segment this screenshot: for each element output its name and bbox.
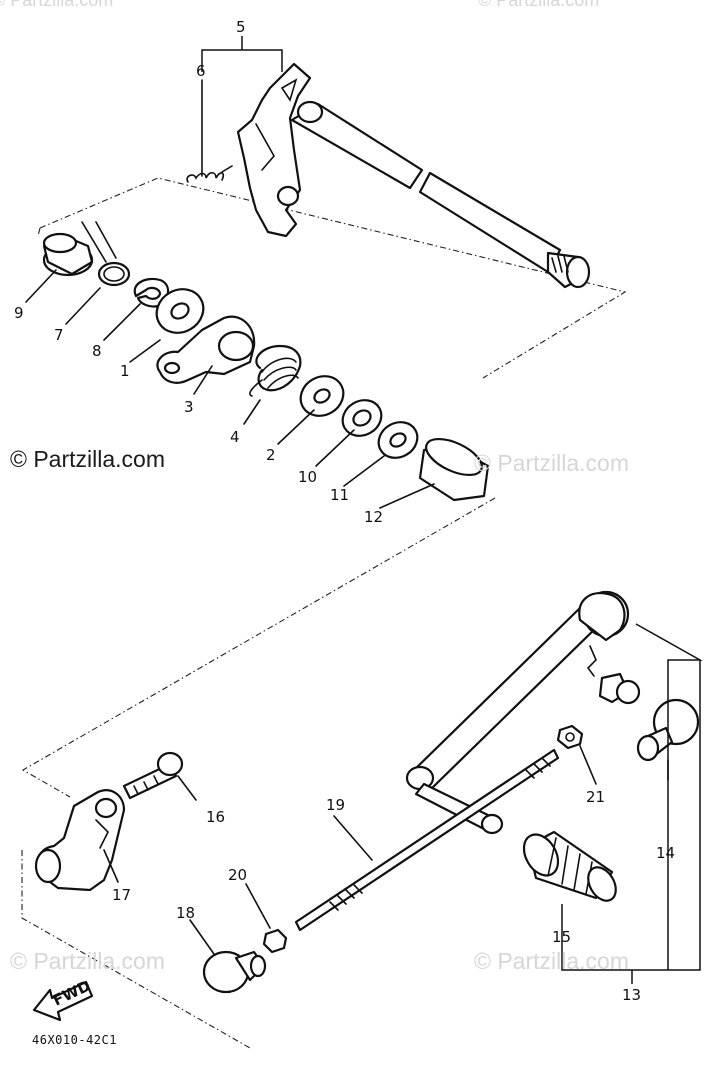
washer-2 (299, 375, 345, 417)
bolt-16 (122, 751, 184, 800)
callout-11: 11 (330, 486, 349, 504)
partzilla-watermark-faint-top-left: © Partzilla.com (0, 0, 114, 10)
shift-pedal-arm (405, 590, 641, 835)
callout-2: 2 (266, 446, 276, 464)
callout-6: 6 (196, 62, 206, 80)
callout-7: 7 (54, 326, 64, 344)
callout-12: 12 (364, 508, 383, 526)
shift-shaft (236, 62, 591, 289)
circlip (133, 277, 170, 308)
collar (42, 232, 94, 277)
leader-lines (25, 36, 703, 984)
shift-rod (294, 748, 560, 932)
washer-11 (377, 421, 419, 459)
callout-4: 4 (230, 428, 240, 446)
callout-19: 19 (326, 796, 345, 814)
torsion-spring (81, 221, 131, 287)
partzilla-watermark-faint-right: © Partzilla.com (474, 450, 629, 476)
callout-5: 5 (236, 18, 246, 36)
callout-16: 16 (206, 808, 225, 826)
callout-14: 14 (656, 844, 675, 862)
callout-18: 18 (176, 904, 195, 922)
assembly-outline-lower (21, 850, 251, 1049)
collar-large (418, 437, 490, 502)
partzilla-watermark: © Partzilla.com (10, 446, 165, 472)
callout-17: 17 (112, 886, 131, 904)
partzilla-watermark-faint-bottom-right: © Partzilla.com (474, 948, 629, 974)
assembly-outline-upper (21, 177, 627, 798)
pedal-rubber (522, 830, 617, 902)
torsion-spring-small (186, 165, 233, 183)
callout-labels: 5 6 9 7 8 1 3 4 2 10 11 12 16 19 17 20 1… (14, 18, 675, 1004)
callout-21: 21 (586, 788, 605, 806)
washer-1 (155, 288, 205, 334)
shift-arm (34, 789, 126, 892)
forward-arrow-icon: FWD (32, 977, 93, 1022)
callout-3: 3 (184, 398, 194, 416)
callout-15: 15 (552, 928, 571, 946)
callout-9: 9 (14, 304, 24, 322)
nut (556, 724, 584, 750)
pivot-bolt (636, 698, 700, 762)
partzilla-watermark-faint-top-right: © Partzilla.com (478, 0, 600, 10)
callout-20: 20 (228, 866, 247, 884)
bushing (341, 399, 383, 437)
callout-1: 1 (120, 362, 130, 380)
nut-20 (262, 928, 288, 954)
return-spring (249, 344, 302, 397)
stopper-lever (156, 315, 256, 384)
callout-10: 10 (298, 468, 317, 486)
callout-8: 8 (92, 342, 102, 360)
partzilla-watermark-faint-bottom-left: © Partzilla.com (10, 948, 165, 974)
rod-end-joint (202, 950, 267, 994)
callout-13: 13 (622, 986, 641, 1004)
diagram-code: 46X010-42C1 (32, 1033, 117, 1047)
